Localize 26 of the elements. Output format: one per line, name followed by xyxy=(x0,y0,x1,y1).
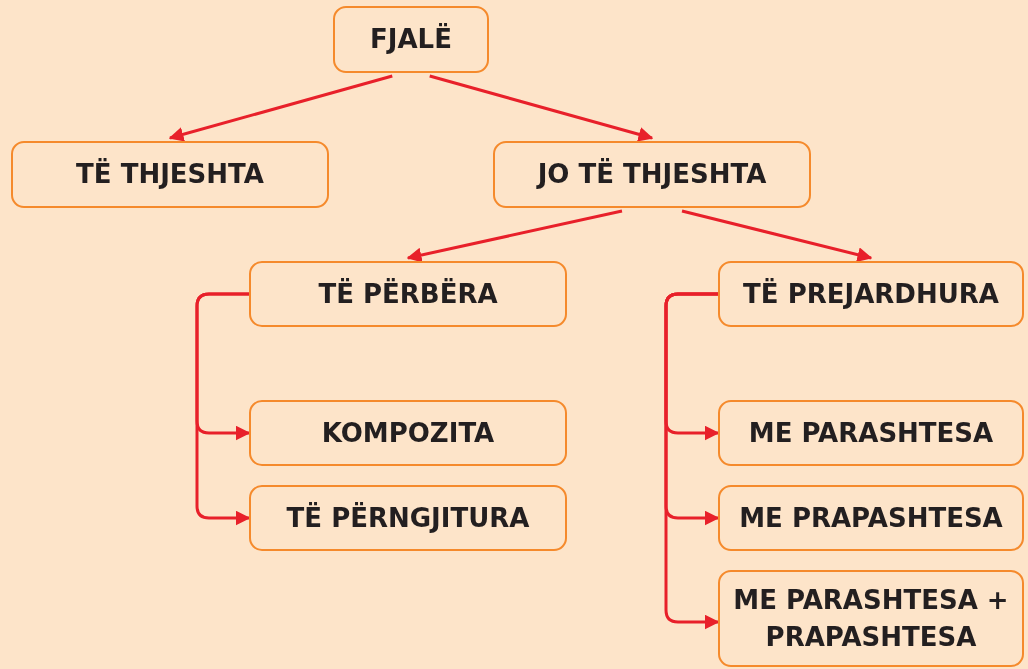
category-box xyxy=(718,261,1024,327)
arrow xyxy=(681,209,873,262)
category-box xyxy=(718,400,1024,466)
category-label: JO TË THJESHTA xyxy=(537,157,767,192)
category-label: FJALË xyxy=(370,22,452,57)
arrow xyxy=(195,292,251,526)
category-box xyxy=(249,261,567,327)
category-label: TË PËRBËRA xyxy=(318,277,498,311)
arrow xyxy=(664,292,720,630)
category-box xyxy=(333,6,489,73)
category-label: TË PËRNGJITURA xyxy=(286,501,530,535)
arrow xyxy=(168,74,393,142)
category-box xyxy=(493,141,811,208)
arrow xyxy=(429,74,654,142)
category-box xyxy=(11,141,329,208)
category-box xyxy=(249,400,567,466)
category-label: TË THJESHTA xyxy=(76,157,264,192)
category-box xyxy=(718,570,1024,667)
category-label: KOMPOZITA xyxy=(321,416,495,450)
category-label: ME PARASHTESA xyxy=(748,416,994,450)
category-box xyxy=(249,485,567,551)
category-box xyxy=(718,485,1024,551)
category-label: ME PARASHTESA + PRAPASHTESA xyxy=(732,584,1010,654)
category-label: ME PRAPASHTESA xyxy=(739,501,1003,535)
category-label: TË PREJARDHURA xyxy=(743,277,999,311)
arrow xyxy=(406,209,623,263)
